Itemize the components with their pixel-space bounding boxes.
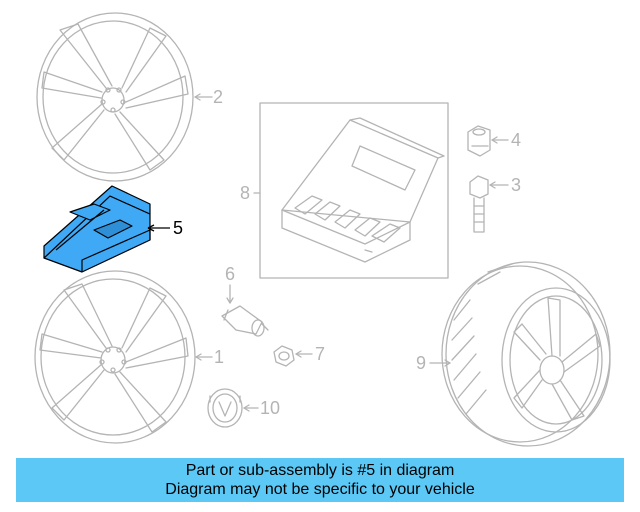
repair-kit-case	[259, 102, 449, 279]
callout-8[interactable]: 8	[240, 183, 251, 203]
tire-and-wheel	[441, 261, 611, 447]
callout-7[interactable]: 7	[315, 344, 326, 364]
valve-nut	[467, 125, 491, 157]
tpms-valve	[221, 305, 269, 337]
callout-9[interactable]: 9	[416, 353, 427, 373]
parts-diagram	[34, 12, 611, 447]
center-cap	[207, 388, 243, 428]
callout-6[interactable]: 6	[225, 264, 236, 284]
callout-4[interactable]: 4	[511, 130, 522, 150]
callout-1[interactable]: 1	[214, 347, 225, 367]
tpms-sensor-highlighted[interactable]	[43, 185, 151, 273]
valve-stem	[469, 175, 489, 233]
callout-10[interactable]: 10	[260, 398, 281, 418]
callout-5[interactable]: 5	[173, 218, 184, 238]
alloy-wheel-bottom	[34, 270, 196, 444]
info-banner: Part or sub-assembly is #5 in diagram Di…	[16, 458, 624, 502]
callout-2[interactable]: 2	[213, 87, 224, 107]
hex-nut	[273, 345, 295, 367]
sensor-leader-arrow	[147, 224, 170, 232]
banner-line-disclaimer: Diagram may not be specific to your vehi…	[165, 481, 475, 498]
leader-lines	[194, 93, 509, 412]
alloy-wheel-top	[36, 12, 194, 182]
banner-line-part: Part or sub-assembly is #5 in diagram	[185, 462, 455, 479]
callout-3[interactable]: 3	[511, 175, 522, 195]
